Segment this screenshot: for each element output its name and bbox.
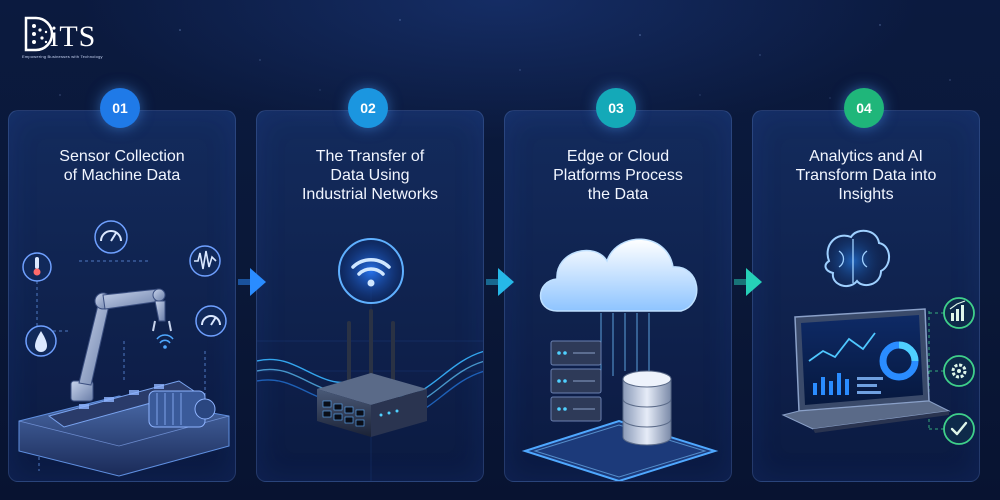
water-drop-icon xyxy=(25,325,57,357)
checkmark-icon xyxy=(943,413,975,445)
gauge-icon xyxy=(195,305,227,337)
laptop-icon xyxy=(781,308,951,433)
step-card-01: Sensor Collection of Machine Data xyxy=(8,110,236,482)
flow-arrow-2-to-3 xyxy=(486,268,514,296)
gear-icon xyxy=(943,355,975,387)
step-card-04: Analytics and AI Transform Data into Ins… xyxy=(752,110,980,482)
robot-arm-icon xyxy=(70,288,172,402)
cloud-icon xyxy=(539,238,698,312)
step-title-04: Analytics and AI Transform Data into Ins… xyxy=(795,148,937,203)
step-badge-01: 01 xyxy=(100,88,140,128)
server-rack-icon xyxy=(550,340,602,422)
sensor-collection-illustration xyxy=(18,220,230,477)
logo-tagline: Empowering Businesses with Technology xyxy=(22,54,103,59)
cloud-processing-illustration xyxy=(521,238,719,481)
brain-icon xyxy=(817,225,890,297)
bar-chart-icon xyxy=(943,297,975,329)
thermometer-icon xyxy=(22,252,52,282)
wifi-icon xyxy=(338,238,404,304)
step-title-03: Edge or Cloud Platforms Process the Data xyxy=(553,148,683,203)
step-badge-04: 04 xyxy=(844,88,884,128)
gauge-icon xyxy=(94,220,128,254)
network-transfer-illustration xyxy=(257,238,483,481)
step-badge-02: 02 xyxy=(348,88,388,128)
analytics-ai-illustration xyxy=(781,225,975,445)
step-title-02: The Transfer of Data Using Industrial Ne… xyxy=(301,148,439,203)
step-title-01: Sensor Collection of Machine Data xyxy=(59,148,185,184)
flow-arrow-1-to-2 xyxy=(238,268,266,296)
logo-wordmark: iTS xyxy=(50,20,97,53)
step-card-02: The Transfer of Data Using Industrial Ne… xyxy=(256,110,484,482)
step-badge-03: 03 xyxy=(596,88,636,128)
waveform-icon xyxy=(189,245,221,277)
motor-icon xyxy=(148,390,216,428)
step-card-03: Edge or Cloud Platforms Process the Data xyxy=(504,110,732,482)
logo-mark-icon xyxy=(24,16,54,52)
database-icon xyxy=(622,370,672,446)
router-icon xyxy=(317,309,427,437)
flow-arrow-3-to-4 xyxy=(734,268,762,296)
company-logo: iTS Empowering Businesses with Technolog… xyxy=(22,14,132,62)
